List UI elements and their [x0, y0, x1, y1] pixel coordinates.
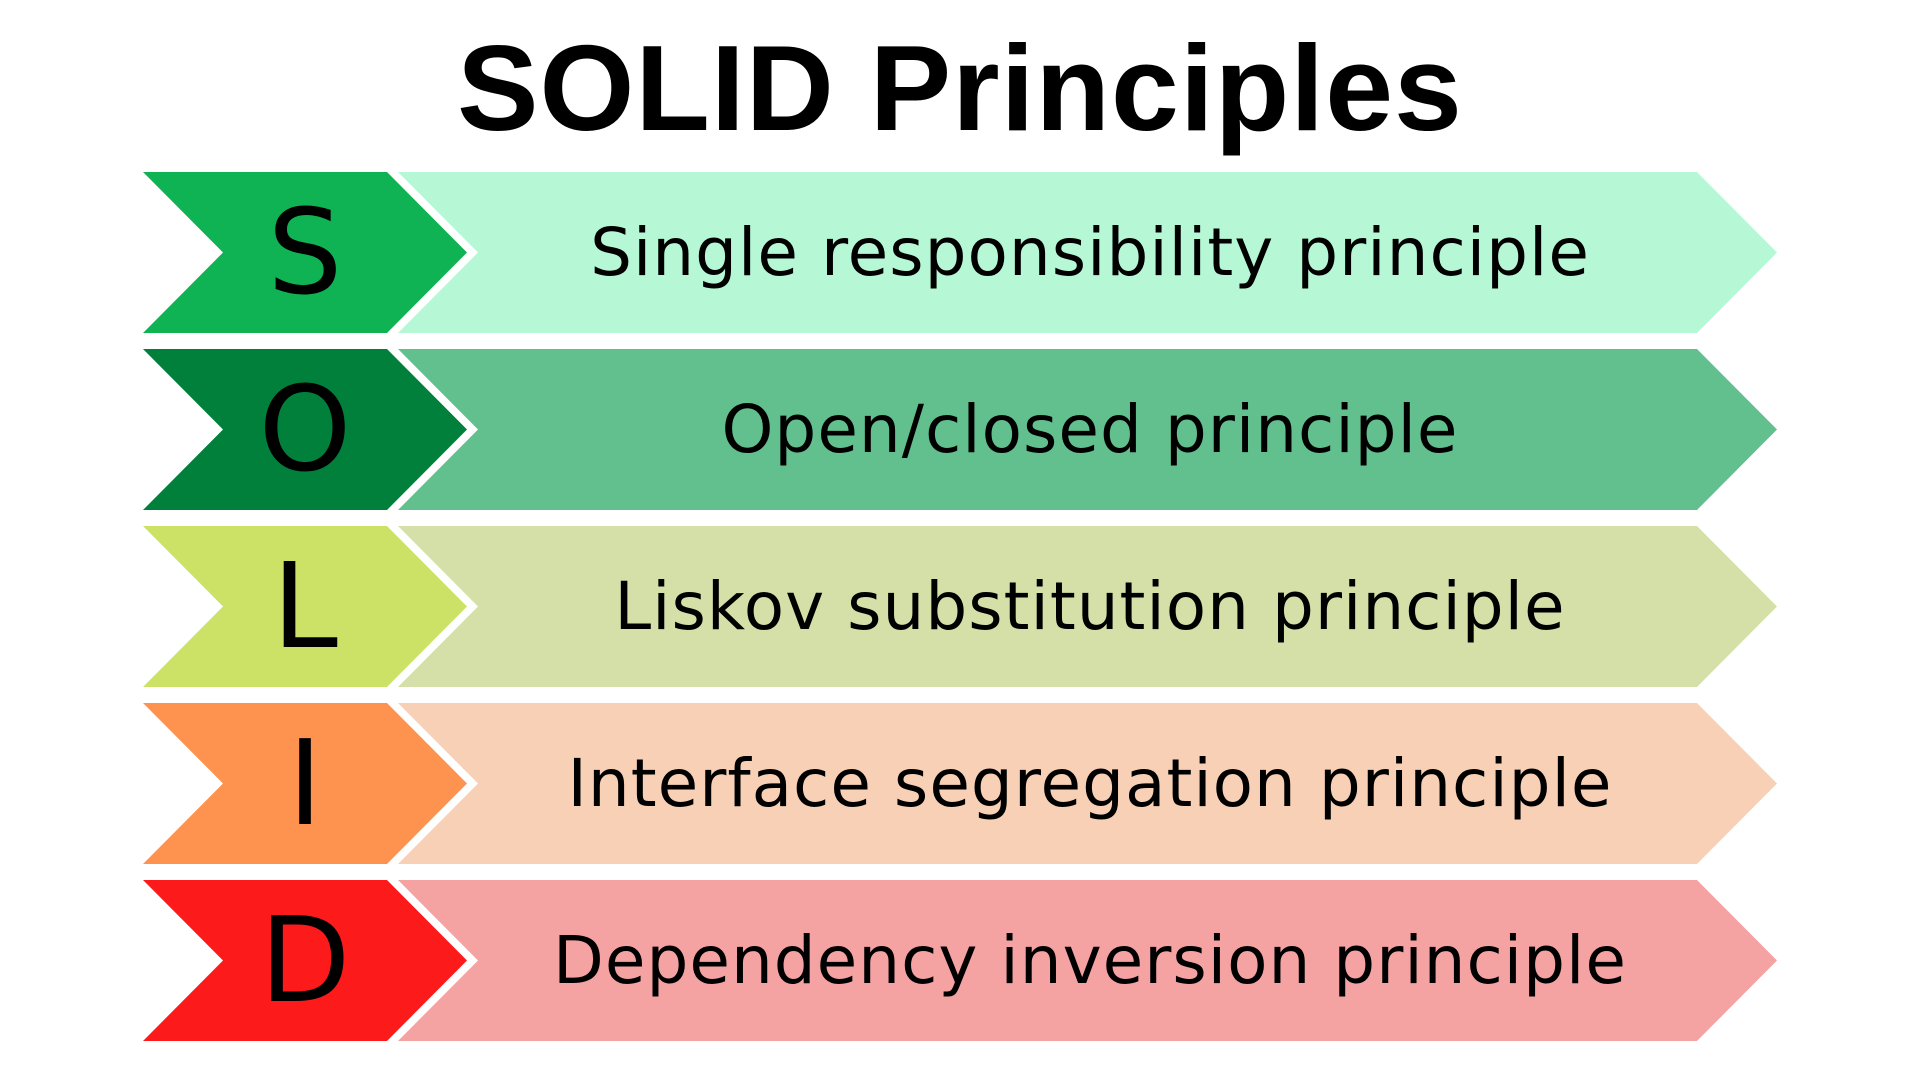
- chevron-arrow-shapes: [143, 172, 1777, 333]
- principle-letter: S: [267, 183, 343, 321]
- chevron-arrow-shapes: [143, 349, 1777, 510]
- label-band: [398, 349, 1777, 510]
- principle-row-d: D Dependency inversion principle: [0, 880, 1920, 1041]
- diagram-title: SOLID Principles: [457, 20, 1463, 156]
- principle-letter: L: [272, 537, 338, 675]
- principle-letter: I: [287, 714, 323, 852]
- chevron-arrow-shapes: [143, 880, 1777, 1041]
- letter-chevron: [143, 172, 467, 333]
- principle-row-o: O Open/closed principle: [0, 349, 1920, 510]
- principle-letter: D: [259, 891, 351, 1029]
- principle-label: Single responsibility principle: [590, 214, 1590, 291]
- principle-letter: O: [258, 360, 352, 498]
- principle-row-l: L Liskov substitution principle: [0, 526, 1920, 687]
- principle-row-s: S Single responsibility principle: [0, 172, 1920, 333]
- label-band: [398, 703, 1777, 864]
- label-band: [398, 172, 1777, 333]
- principle-label: Open/closed principle: [721, 391, 1459, 468]
- letter-chevron: [143, 526, 467, 687]
- chevron-arrow-shapes: [143, 526, 1777, 687]
- chevron-arrow-shapes: [143, 703, 1777, 864]
- letter-chevron: [143, 703, 467, 864]
- principle-label: Dependency inversion principle: [553, 922, 1627, 999]
- letter-chevron: [143, 880, 467, 1041]
- label-band: [398, 880, 1777, 1041]
- principle-row-i: I Interface segregation principle: [0, 703, 1920, 864]
- letter-chevron: [143, 349, 467, 510]
- principle-label: Interface segregation principle: [567, 745, 1613, 822]
- label-band: [398, 526, 1777, 687]
- principle-label: Liskov substitution principle: [614, 568, 1566, 645]
